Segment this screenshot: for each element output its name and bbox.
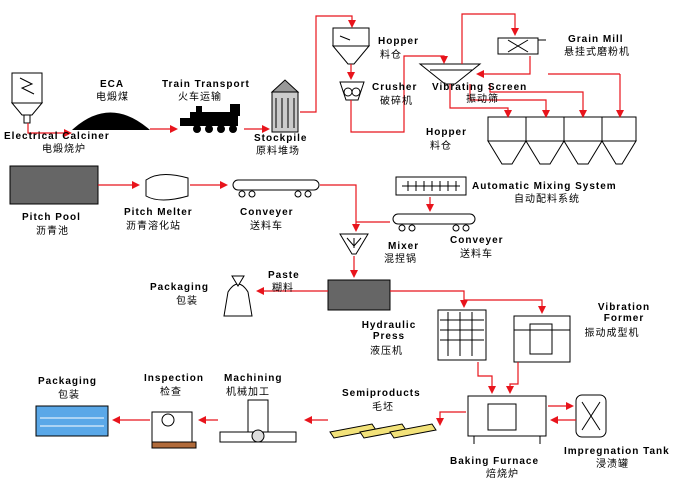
- pitch-pool-zh: 沥青池: [36, 226, 69, 237]
- grain-mill-zh: 悬挂式磨粉机: [564, 47, 630, 58]
- electrical-calciner-zh: 电煅烧炉: [42, 144, 86, 155]
- stockpile-silo-icon: [270, 79, 300, 133]
- conveyer-left-label: Conveyer: [240, 207, 294, 218]
- inspection-icon: [151, 411, 197, 449]
- eca-pile-icon: [72, 112, 150, 130]
- semiproducts-label: Semiproducts: [342, 388, 421, 399]
- hydraulic-press-zh: 液压机: [370, 346, 403, 357]
- eca-label: ECA: [100, 79, 125, 90]
- crusher-label: Crusher: [372, 82, 418, 93]
- grain-mill-label: Grain Mill: [568, 34, 624, 45]
- machining-icon: [219, 399, 297, 443]
- impregnation-tank-icon: [575, 394, 607, 438]
- train-transport-label: Train Transport: [162, 79, 250, 90]
- vibration-former-icon: [513, 315, 571, 363]
- hydraulic-press-label: Hydraulic Press: [361, 320, 417, 342]
- packaging-bag-icon: [223, 275, 253, 317]
- train-icon: [180, 104, 240, 133]
- grain-mill-icon: [497, 37, 546, 55]
- conveyer-right-icon: [392, 213, 476, 232]
- conveyer-right-zh: 送料车: [460, 249, 493, 260]
- packaging-top-zh: 包装: [176, 296, 198, 307]
- paste-label: Paste: [268, 270, 300, 281]
- packaging-box-icon: [35, 405, 109, 437]
- machining-label: Machining: [224, 373, 283, 384]
- conveyer-right-label: Conveyer: [450, 235, 504, 246]
- baking-furnace-zh: 焙烧炉: [486, 469, 519, 480]
- hopper-mid-label: Hopper: [426, 127, 467, 138]
- machining-zh: 机械加工: [226, 387, 270, 398]
- pitch-melter-icon: [145, 174, 189, 201]
- hopper-row-icon: [487, 116, 637, 165]
- paste-block-icon: [327, 279, 391, 311]
- pitch-pool-icon: [9, 165, 99, 205]
- vibration-former-zh: 振动成型机: [584, 328, 640, 339]
- stockpile-zh: 原料堆场: [256, 146, 300, 157]
- hydraulic-press-icon: [437, 309, 487, 361]
- conveyer-left-zh: 送料车: [250, 221, 283, 232]
- packaging-bottom-zh: 包装: [58, 390, 80, 401]
- mixer-icon: [339, 233, 369, 255]
- automatic-mixing-zh: 自动配料系统: [514, 194, 580, 205]
- vibrating-screen-zh: 振动筛: [466, 94, 499, 105]
- mixer-label: Mixer: [388, 241, 420, 252]
- packaging-bottom-label: Packaging: [38, 376, 98, 387]
- pitch-pool-label: Pitch Pool: [22, 212, 81, 223]
- baking-furnace-label: Baking Furnace: [450, 456, 540, 467]
- packaging-top-label: Packaging: [150, 282, 210, 293]
- crusher-zh: 破碎机: [380, 96, 413, 107]
- impregnation-tank-label: Impregnation Tank: [564, 446, 670, 457]
- hopper-top-icon: [331, 27, 371, 65]
- pitch-melter-label: Pitch Melter: [124, 207, 193, 218]
- vibrating-screen-icon: [418, 63, 482, 85]
- eca-zh: 电煅煤: [96, 92, 129, 103]
- baking-furnace-icon: [467, 395, 547, 444]
- semiproducts-icon: [329, 423, 437, 439]
- paste-zh: 糊料: [272, 283, 294, 294]
- crusher-icon: [339, 81, 365, 101]
- hopper-top-zh: 料仓: [380, 50, 402, 61]
- mixer-zh: 混捏锅: [384, 254, 417, 265]
- hopper-top-label: Hopper: [378, 36, 419, 47]
- mixing-system-icon: [395, 176, 467, 196]
- inspection-zh: 检查: [160, 387, 182, 398]
- train-transport-zh: 火车运输: [178, 92, 222, 103]
- electrical-calciner-label: Electrical Calciner: [4, 131, 110, 142]
- vibrating-screen-label: Vibrating Screen: [432, 82, 528, 93]
- flow-arrows: [27, 13, 624, 426]
- hopper-mid-zh: 料仓: [430, 141, 452, 152]
- conveyer-left-icon: [232, 179, 320, 198]
- electrical-calciner-icon: [10, 72, 44, 124]
- pitch-melter-zh: 沥青溶化站: [126, 221, 181, 232]
- inspection-label: Inspection: [144, 373, 205, 384]
- impregnation-tank-zh: 浸渍罐: [596, 459, 629, 470]
- semiproducts-zh: 毛坯: [372, 402, 394, 413]
- vibration-former-label: Vibration Former: [597, 302, 651, 324]
- automatic-mixing-label: Automatic Mixing System: [472, 181, 617, 192]
- stockpile-label: Stockpile: [254, 133, 308, 144]
